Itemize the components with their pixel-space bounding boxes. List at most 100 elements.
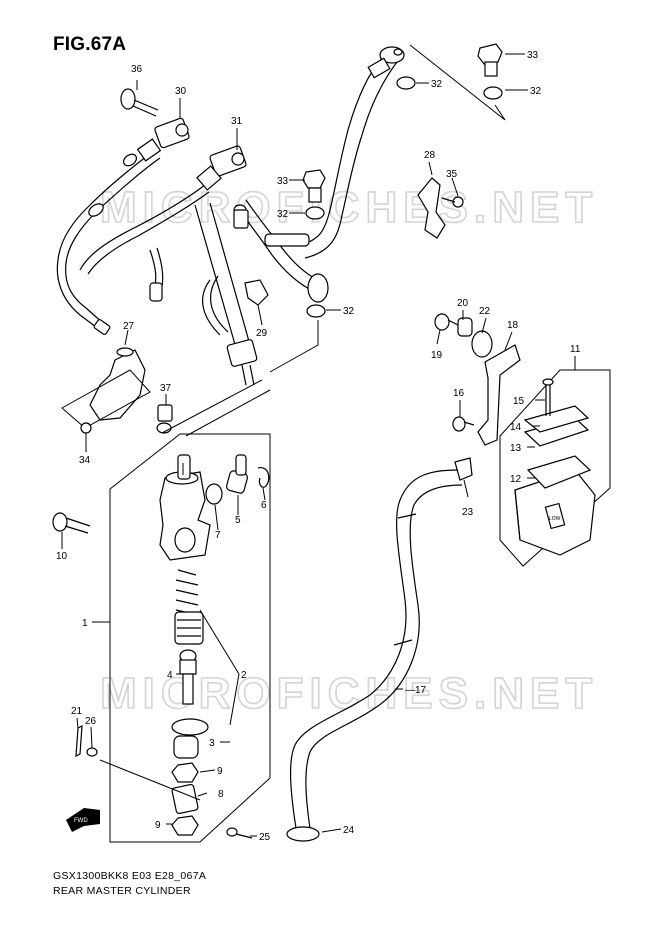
reservoir-11: LOW [514, 455, 596, 556]
callout-14: 14 [510, 422, 522, 433]
callout-26: 26 [85, 716, 97, 727]
collar-20 [457, 317, 473, 337]
washer-32-top-right [483, 86, 503, 100]
callout-17: —17 [405, 685, 427, 696]
leader-lines-center [161, 320, 319, 437]
leader-pin [99, 759, 201, 801]
circlip-piston [171, 718, 209, 736]
union-bolt-30 [136, 117, 190, 162]
section-name: REAR MASTER CYLINDER [53, 885, 191, 897]
callout-32-center: 32 [277, 209, 289, 220]
callout-30: 30 [175, 86, 187, 97]
fwd-arrow-icon: FWD [66, 808, 100, 832]
callout-4: 4 [167, 670, 173, 681]
bracket-18 [477, 344, 521, 446]
brake-pipe-left [56, 149, 210, 335]
brake-pipe-center [194, 202, 258, 386]
callout-23: 23 [462, 507, 474, 518]
callout-2: 2 [241, 670, 247, 681]
callout-9-upper: 9 [217, 766, 223, 777]
washer-26 [86, 747, 98, 757]
callout-7: 7 [215, 530, 221, 541]
callout-32-lower: 32 [343, 306, 355, 317]
callout-27: 27 [123, 321, 135, 332]
brake-hose-upper [299, 46, 405, 259]
model-code: GSX1300BKK8 E03 E28_067A [53, 870, 207, 882]
callout-9-lower: 9 [155, 820, 161, 831]
washer-32-lower [306, 304, 326, 318]
leader-lines-top [409, 44, 506, 121]
nut-9-upper [171, 762, 199, 783]
master-cylinder-body [159, 454, 211, 561]
callout-labels: 36 30 31 33 32 32 33 32 28 35 32 29 27 3… [56, 50, 581, 843]
callout-28: 28 [424, 150, 436, 161]
union-bolt-31 [196, 145, 247, 191]
callout-24: 24 [343, 825, 355, 836]
bolt-16 [452, 416, 475, 432]
cotter-pin-21 [75, 724, 83, 758]
callout-3: 3 [209, 738, 215, 749]
kit-box-master-cylinder [109, 433, 271, 843]
bolt-33-top [477, 43, 503, 77]
pin-25 [226, 827, 253, 839]
callout-29: 29 [256, 328, 268, 339]
callout-36: 36 [131, 64, 143, 75]
callout-12: 12 [510, 474, 522, 485]
watermark-top: MICROFICHES.NET [100, 183, 598, 232]
cap-14 [523, 405, 590, 433]
screw-15 [542, 378, 554, 416]
callout-20: 20 [457, 298, 469, 309]
clamp-24 [286, 826, 320, 842]
callout-22: 22 [479, 306, 491, 317]
callout-31: 31 [231, 116, 243, 127]
callout-5: 5 [235, 515, 241, 526]
pushrod-4 [179, 649, 197, 705]
washer-32-top [396, 76, 416, 90]
bolt-10 [52, 512, 91, 534]
watermark-bottom: MICROFICHES.NET [100, 669, 598, 718]
fwd-label: FWD [74, 818, 88, 824]
kit-box-reservoir [499, 369, 611, 567]
washer-32-center [305, 206, 325, 220]
boot-3 [173, 735, 199, 759]
grommet-22 [471, 330, 493, 358]
reservoir-hose-17 [290, 469, 463, 829]
callout-13: 13 [510, 443, 522, 454]
callout-10: 10 [56, 551, 68, 562]
callout-25: 25 [259, 832, 271, 843]
figure-title: FIG.67A [53, 34, 127, 55]
bolt-33-center [302, 169, 326, 203]
callout-leaders [61, 53, 576, 837]
clamp-28 [417, 177, 464, 239]
clevis-8 [171, 783, 199, 815]
callout-21: 21 [71, 706, 83, 717]
callout-37: 37 [160, 383, 172, 394]
callout-33-center: 33 [277, 176, 289, 187]
callout-15: 15 [513, 396, 525, 407]
callout-32-top: 32 [431, 79, 443, 90]
bolt-19 [434, 313, 461, 331]
circlip-6 [257, 466, 270, 488]
bolt-36 [120, 88, 159, 117]
clamp-29 [244, 279, 269, 306]
callout-32-top-right: 32 [530, 86, 542, 97]
callout-11: 11 [570, 344, 581, 355]
callout-1: 1 [82, 618, 88, 629]
callout-6: 6 [261, 500, 267, 511]
callout-34: 34 [79, 455, 91, 466]
callout-35: 35 [446, 169, 458, 180]
callout-33-top: 33 [527, 50, 539, 61]
brake-hose-center [233, 199, 329, 303]
nut-9-lower [171, 815, 199, 836]
bracket-27 [61, 347, 151, 434]
callout-18: 18 [507, 320, 519, 331]
fitting-5 [226, 454, 248, 494]
callout-19: 19 [431, 350, 443, 361]
reservoir-low-mark: LOW [549, 516, 561, 522]
o-ring-7 [205, 483, 223, 505]
spring-piston [174, 569, 204, 645]
callout-8: 8 [218, 789, 224, 800]
callout-16: 16 [453, 388, 465, 399]
